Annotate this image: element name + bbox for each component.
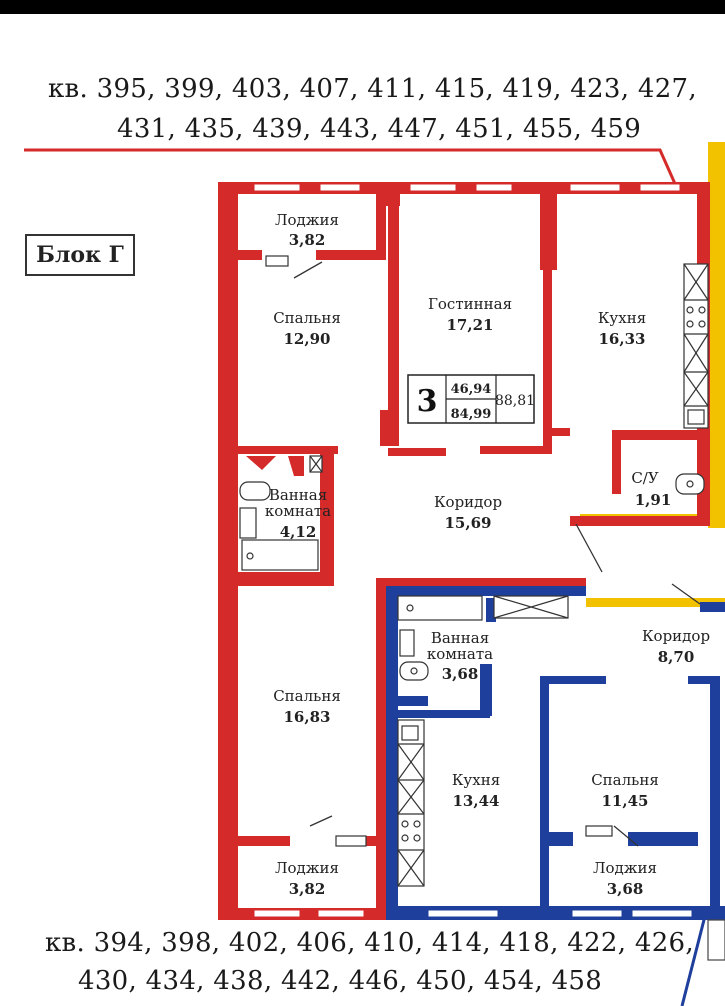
top-apartments-line1: кв. 395, 399, 403, 407, 411, 415, 419, 4… (48, 74, 697, 104)
bathroom-red-area: 4,12 (280, 523, 317, 541)
bottom-apartments-line1: кв. 394, 398, 402, 406, 410, 414, 418, 4… (45, 928, 694, 958)
bathroom-blue-name2: комната (427, 645, 493, 663)
doors (293, 261, 701, 847)
kitchen-blue-name: Кухня (452, 771, 500, 789)
fixtures (239, 255, 709, 887)
loggia-top-name: Лоджия (275, 211, 339, 229)
top-apartments-line2: 431, 435, 439, 443, 447, 451, 455, 459 (117, 114, 642, 144)
bedroom-top-area: 12,90 (284, 330, 331, 348)
loggia-blue-area: 3,68 (607, 880, 644, 898)
kitchen-blue-area: 13,44 (453, 792, 500, 810)
bedroom-bottom-area: 16,83 (284, 708, 331, 726)
room-count: 3 (417, 384, 438, 419)
apartment-summary: 3 46,94 84,99 88,81 (407, 374, 535, 424)
living-area: 46,94 (451, 382, 492, 397)
top-black-bar (0, 0, 725, 14)
bedroom-blue-name: Спальня (591, 771, 659, 789)
bathroom-red-name2: комната (265, 502, 331, 520)
loggia-bottom-red-name: Лоджия (275, 859, 339, 877)
loggia-blue-name: Лоджия (593, 859, 657, 877)
kitchen-top-name: Кухня (598, 309, 646, 327)
bathroom-red-name1: Ванная (269, 486, 327, 504)
red-windows (253, 183, 681, 918)
bottom-apartments-line2: 430, 434, 438, 442, 446, 450, 454, 458 (78, 966, 603, 996)
bedroom-blue-area: 11,45 (602, 792, 649, 810)
wc-name: С/У (631, 469, 659, 487)
stair-icon (707, 919, 725, 961)
corridor-blue-name: Коридор (642, 627, 710, 645)
bathroom-blue-area: 3,68 (442, 665, 479, 683)
leader-line-bottom (680, 911, 708, 1006)
wc-area: 1,91 (635, 491, 672, 509)
room-labels: Лоджия 3,82 Спальня 12,90 Гостинная 17,2… (265, 211, 710, 898)
block-label: Блок Г (25, 234, 135, 276)
total-with-loggia: 88,81 (495, 393, 535, 409)
kitchen-top-area: 16,33 (599, 330, 646, 348)
total-area: 84,99 (451, 407, 492, 422)
loggia-bottom-red-area: 3,82 (289, 880, 326, 898)
bedroom-bottom-name: Спальня (273, 687, 341, 705)
living-room-area: 17,21 (447, 316, 494, 334)
corridor-red-name: Коридор (434, 493, 502, 511)
loggia-top-area: 3,82 (289, 231, 326, 249)
blue-windows (427, 909, 693, 918)
corridor-blue-area: 8,70 (658, 648, 695, 666)
bedroom-top-name: Спальня (273, 309, 341, 327)
leader-line-top (24, 148, 678, 187)
living-room-name: Гостинная (428, 295, 512, 313)
corridor-red-area: 15,69 (445, 514, 492, 532)
bathroom-blue-name1: Ванная (431, 629, 489, 647)
